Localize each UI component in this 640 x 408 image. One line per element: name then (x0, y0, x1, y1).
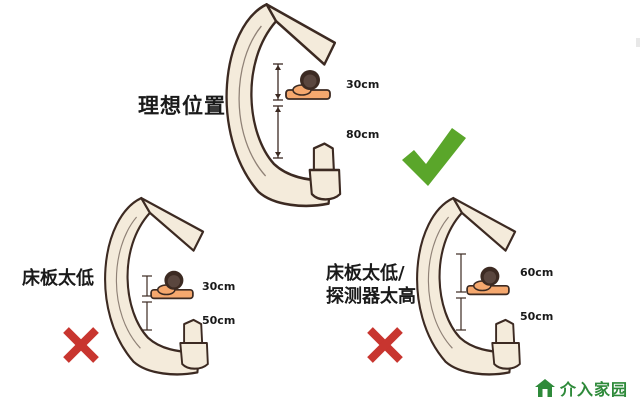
top-lower-distance: 80cm (346, 128, 380, 141)
c-arm-bottom-left (103, 196, 209, 376)
measure-top-upper (273, 63, 283, 101)
left-upper-distance: 30cm (202, 280, 236, 293)
title-line-1: 床板太低/ (326, 263, 405, 284)
right-lower-distance: 50cm (520, 310, 554, 323)
measure-right-upper (456, 253, 466, 293)
left-lower-distance: 50cm (202, 314, 236, 327)
patient-bottom-right (466, 265, 510, 296)
title-line-2: 探测器太高 (326, 286, 416, 307)
right-upper-distance: 60cm (520, 266, 554, 279)
edge-marker (636, 38, 640, 47)
patient-top (285, 69, 331, 100)
measure-left-lower (142, 301, 152, 331)
measure-right-lower (456, 297, 466, 331)
measure-left-upper (142, 275, 152, 297)
checkmark-icon (402, 128, 466, 186)
patient-bottom-left (150, 269, 194, 300)
measure-top-lower (273, 105, 283, 159)
c-arm-top (225, 3, 342, 208)
bed-low-detector-high-title: 床板太低/ 探测器太高 (326, 262, 416, 308)
top-upper-distance: 30cm (346, 78, 380, 91)
ideal-position-title: 理想位置 (138, 94, 226, 118)
brand-logo: 介入家园 (534, 376, 628, 400)
house-icon (534, 379, 555, 397)
cross-icon-right (367, 327, 403, 363)
brand-name: 介入家园 (559, 380, 628, 399)
bed-too-low-title: 床板太低 (22, 268, 94, 289)
cross-icon-left (63, 327, 99, 363)
